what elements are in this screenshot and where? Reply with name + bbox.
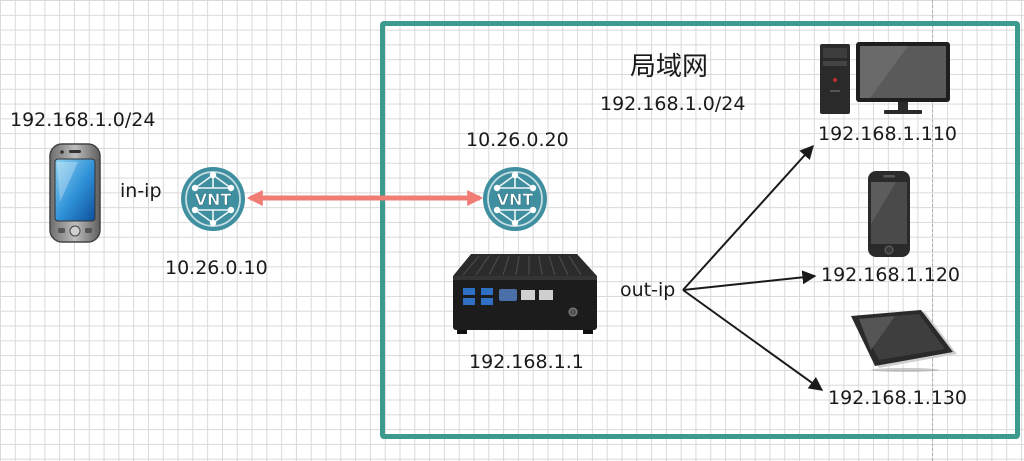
arrow-to-phone bbox=[682, 270, 817, 291]
arrow-to-tablet bbox=[682, 289, 824, 391]
lan-subnet-label: 192.168.1.0/24 bbox=[600, 93, 746, 115]
lan-title: 局域网 bbox=[630, 52, 709, 82]
lan-phone-icon bbox=[868, 171, 910, 257]
desktop-computer-icon bbox=[820, 42, 950, 114]
desktop-ip-label: 192.168.1.110 bbox=[818, 123, 958, 145]
mini-pc-router-icon bbox=[453, 254, 597, 334]
remote-subnet-label: 192.168.1.0/24 bbox=[10, 109, 156, 131]
remote-phone-icon bbox=[49, 143, 101, 243]
tablet-icon bbox=[851, 310, 957, 372]
phone-ip-label: 192.168.1.120 bbox=[821, 264, 961, 286]
canvas-guide-line bbox=[932, 0, 933, 461]
remote-vnt-ip-label: 10.26.0.10 bbox=[165, 257, 268, 279]
out-ip-label: out-ip bbox=[620, 279, 676, 301]
gateway-vnt-logo-text: VNT bbox=[497, 190, 534, 209]
tablet-ip-label: 192.168.1.130 bbox=[828, 387, 968, 409]
gateway-lan-ip-label: 192.168.1.1 bbox=[469, 351, 584, 373]
remote-vnt-logo-icon: VNT bbox=[181, 167, 245, 231]
remote-vnt-logo-text: VNT bbox=[195, 190, 232, 209]
gateway-vnt-ip-label: 10.26.0.20 bbox=[466, 129, 569, 151]
arrow-to-desktop bbox=[682, 144, 814, 291]
lan-boundary bbox=[380, 21, 1020, 439]
gateway-vnt-logo-icon: VNT bbox=[483, 167, 547, 231]
in-ip-label: in-ip bbox=[120, 180, 162, 202]
